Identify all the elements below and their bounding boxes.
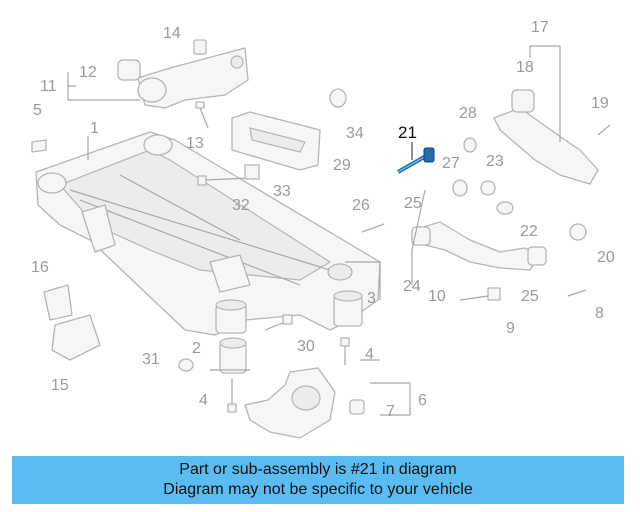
bushing-part bbox=[215, 263, 363, 374]
callout-25a: 25 bbox=[404, 195, 422, 212]
callout-5: 5 bbox=[33, 102, 42, 119]
callout-10: 10 bbox=[428, 288, 446, 305]
callout-25b: 25 bbox=[521, 288, 539, 305]
callout-31: 31 bbox=[142, 351, 160, 368]
highlighted-bolt-21[interactable] bbox=[397, 142, 435, 174]
callout-21: 21 bbox=[398, 123, 417, 142]
callout-4a: 4 bbox=[365, 346, 374, 363]
info-banner: Part or sub-assembly is #21 in diagram D… bbox=[12, 456, 624, 504]
callout-28: 28 bbox=[459, 105, 477, 122]
knuckle-part bbox=[244, 367, 365, 439]
callout-34: 34 bbox=[346, 125, 364, 142]
callout-6: 6 bbox=[418, 392, 427, 409]
callout-16: 16 bbox=[31, 259, 49, 276]
bolt-part bbox=[31, 101, 209, 153]
callout-3: 3 bbox=[367, 290, 376, 307]
callout-32: 32 bbox=[232, 197, 250, 214]
callout-15: 15 bbox=[51, 377, 69, 394]
banner-line-1: Part or sub-assembly is #21 in diagram bbox=[179, 461, 457, 478]
callout-33: 33 bbox=[273, 183, 291, 200]
callout-7: 7 bbox=[386, 403, 395, 420]
mount-part bbox=[43, 284, 101, 361]
callout-11: 11 bbox=[40, 78, 57, 95]
callout-27: 27 bbox=[442, 155, 460, 172]
lower-arm-part bbox=[493, 89, 611, 185]
subframe-part bbox=[35, 131, 381, 336]
callout-12: 12 bbox=[79, 64, 97, 81]
callout-26: 26 bbox=[352, 197, 370, 214]
trailing-arm-part bbox=[411, 221, 547, 301]
callout-20: 20 bbox=[597, 249, 615, 266]
callout-14: 14 bbox=[163, 25, 181, 42]
callout-8: 8 bbox=[595, 305, 604, 322]
callout-17: 17 bbox=[531, 19, 549, 36]
callout-13: 13 bbox=[186, 135, 204, 152]
callout-22: 22 bbox=[520, 223, 538, 240]
upper-arm-part bbox=[117, 39, 249, 109]
callout-labels: 14 17 11 12 18 19 5 28 1 21 34 13 27 23 … bbox=[31, 19, 615, 420]
callout-4b: 4 bbox=[199, 392, 208, 409]
callout-9: 9 bbox=[506, 320, 515, 337]
callout-24: 24 bbox=[403, 278, 421, 295]
callout-30: 30 bbox=[297, 338, 315, 355]
link-part bbox=[231, 111, 321, 171]
callout-23: 23 bbox=[486, 153, 504, 170]
callout-19: 19 bbox=[591, 95, 609, 112]
callout-2: 2 bbox=[192, 340, 201, 357]
callout-1: 1 bbox=[90, 120, 99, 137]
banner-line-2: Diagram may not be specific to your vehi… bbox=[163, 481, 473, 498]
callout-18: 18 bbox=[516, 59, 534, 76]
callout-brackets bbox=[67, 45, 561, 416]
parts-diagram: 14 17 11 12 18 19 5 28 1 21 34 13 27 23 … bbox=[31, 19, 615, 439]
callout-29: 29 bbox=[333, 157, 351, 174]
fasteners-part bbox=[178, 164, 350, 413]
small-parts bbox=[329, 88, 587, 297]
